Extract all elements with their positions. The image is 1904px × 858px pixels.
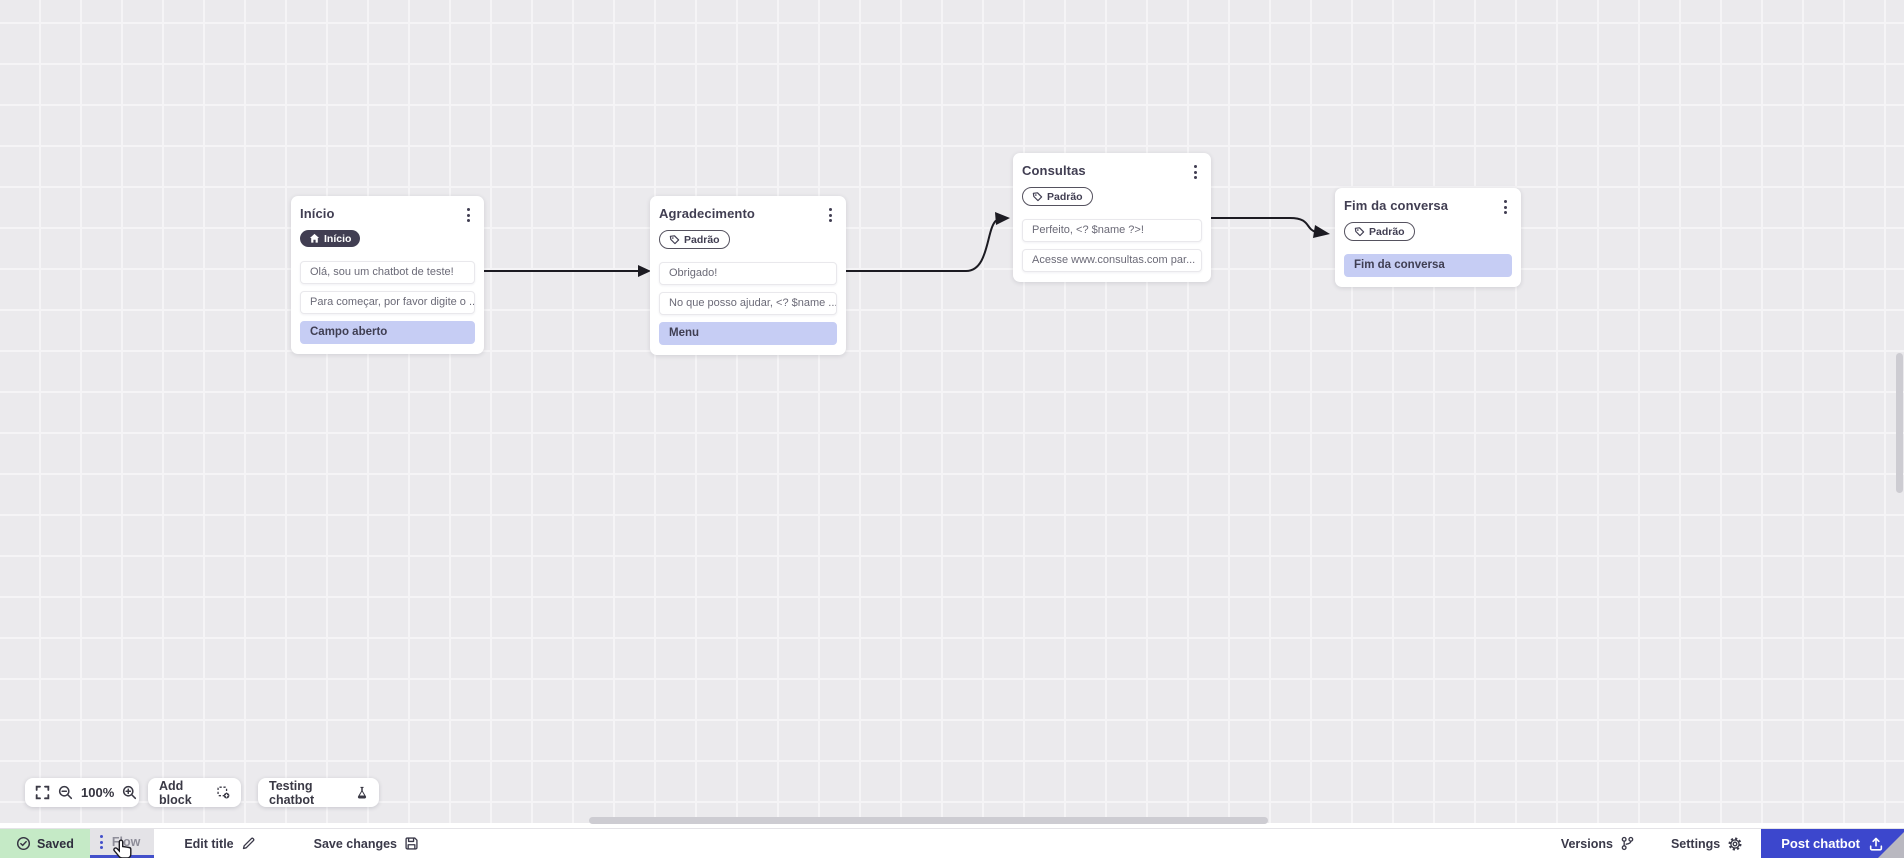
fullscreen-icon[interactable] — [35, 785, 50, 800]
node-badge: Padrão — [1344, 222, 1415, 241]
pencil-icon — [242, 837, 254, 850]
testing-chatbot-button[interactable]: Testing chatbot — [258, 778, 379, 807]
post-chatbot-button[interactable]: Post chatbot — [1761, 829, 1904, 858]
flow-canvas[interactable]: Início Início Olá, sou um chatbot de tes… — [0, 0, 1904, 823]
arrowhead — [995, 212, 1010, 225]
node-agradecimento[interactable]: Agradecimento Padrão Obrigado! No que po… — [650, 196, 846, 355]
edit-title-button[interactable]: Edit title — [154, 829, 273, 858]
save-icon — [405, 837, 418, 850]
message-bubble[interactable]: Olá, sou um chatbot de teste! — [300, 261, 475, 284]
node-menu-icon[interactable] — [823, 207, 837, 223]
window-corner-grip — [1878, 832, 1904, 858]
zoom-out-icon[interactable] — [58, 785, 73, 800]
flow-menu-icon[interactable] — [99, 835, 103, 849]
zoom-toolbar: 100% — [25, 778, 139, 807]
end-block[interactable]: Fim da conversa — [1344, 254, 1512, 277]
tag-icon — [669, 235, 680, 245]
save-status-badge: Saved — [0, 829, 90, 858]
message-bubble[interactable]: Obrigado! — [659, 262, 837, 285]
tag-icon — [1354, 227, 1365, 237]
node-title: Agradecimento — [659, 206, 755, 221]
node-badge: Padrão — [659, 230, 730, 249]
node-menu-icon[interactable] — [1498, 199, 1512, 215]
arrowhead — [1313, 225, 1330, 238]
message-bubble[interactable]: Acesse www.consultas.com par... — [1022, 249, 1202, 272]
node-menu-icon[interactable] — [461, 207, 475, 223]
node-title: Fim da conversa — [1344, 198, 1449, 213]
edge-consultas-fim — [1201, 217, 1317, 233]
message-bubble[interactable]: Perfeito, <? $name ?>! — [1022, 219, 1202, 242]
flow-connections — [479, 212, 1330, 277]
node-title: Início — [300, 206, 335, 221]
gear-icon — [1728, 837, 1742, 850]
node-consultas[interactable]: Consultas Padrão Perfeito, <? $name ?>! … — [1013, 153, 1211, 282]
node-fim-da-conversa[interactable]: Fim da conversa Padrão Fim da conversa — [1335, 188, 1521, 287]
input-block[interactable]: Campo aberto — [300, 321, 475, 344]
vertical-scrollbar[interactable] — [1896, 353, 1903, 493]
tag-icon — [1032, 192, 1043, 202]
versions-button[interactable]: Versions — [1543, 829, 1653, 858]
bottom-bar: Saved Flow Edit title Save changes Versi… — [0, 828, 1904, 858]
node-menu-icon[interactable] — [1188, 164, 1202, 180]
home-icon — [309, 233, 320, 243]
zoom-in-icon[interactable] — [122, 785, 137, 800]
settings-button[interactable]: Settings — [1653, 829, 1761, 858]
edge-agradecimento-consultas — [845, 219, 998, 272]
check-circle-icon — [16, 836, 31, 851]
horizontal-scrollbar[interactable] — [589, 817, 1268, 824]
flask-icon — [357, 786, 367, 799]
node-badge: Início — [300, 230, 361, 247]
add-block-icon — [217, 786, 230, 799]
git-branch-icon — [1621, 836, 1634, 851]
menu-block[interactable]: Menu — [659, 322, 837, 345]
message-bubble[interactable]: Para começar, por favor digite o ... — [300, 291, 475, 314]
add-block-button[interactable]: Add block — [148, 778, 241, 807]
tab-flow[interactable]: Flow — [89, 829, 155, 858]
node-inicio[interactable]: Início Início Olá, sou um chatbot de tes… — [291, 196, 484, 354]
node-title: Consultas — [1022, 163, 1086, 178]
save-changes-button[interactable]: Save changes — [274, 829, 437, 858]
node-badge: Padrão — [1022, 187, 1093, 206]
zoom-level: 100% — [81, 785, 115, 800]
message-bubble[interactable]: No que posso ajudar, <? $name ... — [659, 292, 837, 315]
